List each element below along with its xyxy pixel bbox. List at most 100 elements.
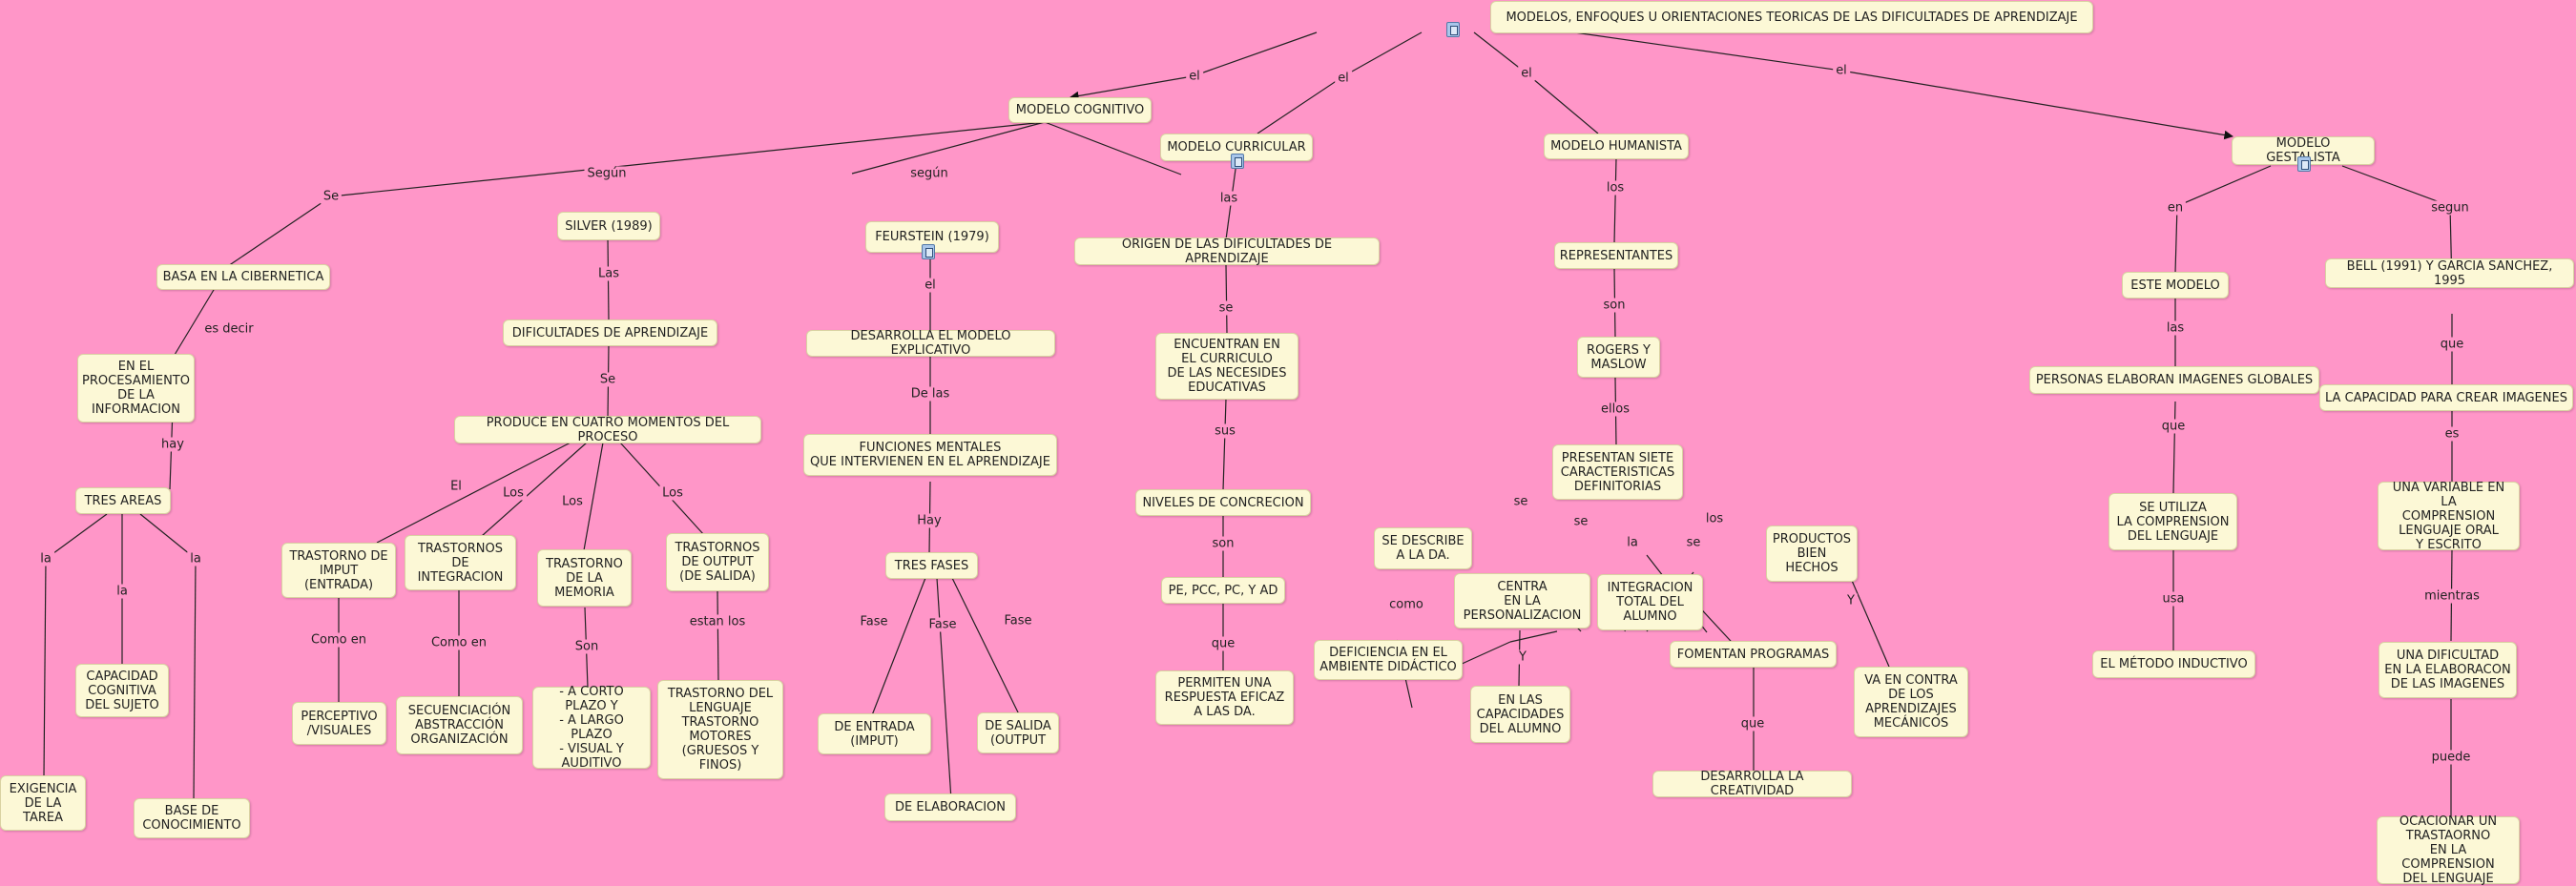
link-label: puede <box>2428 750 2474 765</box>
link-label: la <box>37 551 54 567</box>
link-label: las <box>1216 191 1241 206</box>
node-trastornos-integracion[interactable]: TRASTORNOS DE INTEGRACION <box>405 535 516 590</box>
link-label: Los <box>559 494 586 509</box>
node-modelo-cognitivo[interactable]: MODELO COGNITIVO <box>1008 97 1152 123</box>
node-capacidades-alumno[interactable]: EN LAS CAPACIDADES DEL ALUMNO <box>1470 686 1570 743</box>
node-niveles-concrecion[interactable]: NIVELES DE CONCRECION <box>1135 489 1311 516</box>
node-se-utiliza[interactable]: SE UTILIZA LA COMPRENSION DEL LENGUAJE <box>2109 493 2237 550</box>
node-basa-cibernetica[interactable]: BASA EN LA CIBERNETICA <box>156 264 330 290</box>
node-trastorno-imput[interactable]: TRASTORNO DE IMPUT (ENTRADA) <box>281 543 396 598</box>
node-productos[interactable]: PRODUCTOS BIEN HECHOS <box>1766 525 1858 582</box>
link-label: la <box>187 551 204 567</box>
node-desarrolla-creatividad[interactable]: DESARROLLA LA CREATIVIDAD <box>1652 770 1852 798</box>
link-label: ellos <box>1598 402 1632 417</box>
node-corto-plazo[interactable]: - A CORTO PLAZO Y - A LARGO PLAZO - VISU… <box>532 685 651 771</box>
node-root[interactable]: MODELOS, ENFOQUES U ORIENTACIONES TEORIC… <box>1490 1 2093 33</box>
node-trastorno-lenguaje[interactable]: TRASTORNO DEL LENGUAJE TRASTORNO MOTORES… <box>657 680 783 779</box>
link-label: Las <box>595 266 622 281</box>
link-label: Como en <box>427 635 490 650</box>
link-label: el <box>1518 66 1535 81</box>
node-describe-da[interactable]: SE DESCRIBE A LA DA. <box>1374 527 1472 569</box>
link-label: que <box>2158 419 2189 434</box>
link-label: son <box>1209 536 1237 551</box>
link-label: sus <box>1212 423 1238 439</box>
node-de-salida[interactable]: DE SALIDA (OUTPUT <box>977 712 1059 753</box>
node-tres-fases[interactable]: TRES FASES <box>885 552 978 579</box>
link-label: es decir <box>201 321 257 337</box>
node-pe-pcc[interactable]: PE, PCC, PC, Y AD <box>1161 577 1285 604</box>
link-label: Los <box>659 485 686 501</box>
node-capacidad-crear[interactable]: LA CAPACIDAD PARA CREAR IMAGENES <box>2319 384 2573 411</box>
node-representantes[interactable]: REPRESENTANTES <box>1554 242 1678 269</box>
link-label: Fase <box>857 614 891 629</box>
link-label: en <box>2164 200 2187 216</box>
node-ocacionar[interactable]: OCACIONAR UN TRASTAORNO EN LA COMPRENSIO… <box>2377 814 2520 886</box>
node-permiten[interactable]: PERMITEN UNA RESPUESTA EFICAZ A LAS DA. <box>1155 670 1294 725</box>
link-label: como <box>1386 597 1426 612</box>
link-label: Y <box>1844 593 1858 608</box>
link-label: la <box>114 584 131 599</box>
link-label: los <box>1603 180 1628 196</box>
node-tres-areas[interactable]: TRES AREAS <box>75 487 171 514</box>
link-label: se <box>1683 535 1704 550</box>
node-centra[interactable]: CENTRA EN LA PERSONALIZACION <box>1454 573 1590 628</box>
document-icon[interactable] <box>1446 22 1460 37</box>
link-label: Según <box>584 166 630 181</box>
link-label: el <box>1186 69 1203 84</box>
link-label: Y <box>1516 649 1529 665</box>
node-fomentan-programas[interactable]: FOMENTAN PROGRAMAS <box>1670 641 1837 668</box>
node-bell-garcia[interactable]: BELL (1991) Y GARCIA SANCHEZ, 1995 <box>2325 258 2574 288</box>
document-icon[interactable] <box>922 244 935 259</box>
link-label: el <box>1833 63 1850 78</box>
node-capacidad-cognitiva[interactable]: CAPACIDAD COGNITIVA DEL SUJETO <box>75 664 169 717</box>
node-origen-dificultades[interactable]: ORIGEN DE LAS DIFICULTADES DE APRENDIZAJ… <box>1074 237 1380 266</box>
node-metodo-inductivo[interactable]: EL MÉTODO INDUCTIVO <box>2092 650 2255 678</box>
link-label: se <box>1570 514 1591 529</box>
node-modelo-humanista[interactable]: MODELO HUMANISTA <box>1544 134 1689 159</box>
link-label: El <box>447 479 465 494</box>
node-base-conocimiento[interactable]: BASE DE CONOCIMIENTO <box>134 798 250 838</box>
document-icon[interactable] <box>2297 156 2311 172</box>
node-perceptivo[interactable]: PERCEPTIVO /VISUALES <box>292 702 386 745</box>
node-trastorno-memoria[interactable]: TRASTORNO DE LA MEMORIA <box>537 549 632 607</box>
node-este-modelo[interactable]: ESTE MODELO <box>2122 272 2229 299</box>
link-label: Fase <box>1001 613 1035 628</box>
node-dificultad-elaboracion[interactable]: UNA DIFICULTAD EN LA ELABORACON DE LAS I… <box>2379 642 2517 698</box>
node-encuentran[interactable]: ENCUENTRAN EN EL CURRICULO DE LAS NECESI… <box>1155 333 1298 400</box>
node-trastornos-output[interactable]: TRASTORNOS DE OUTPUT (DE SALIDA) <box>666 533 769 591</box>
link-label: son <box>1600 298 1629 313</box>
link-label: mientras <box>2421 588 2483 604</box>
link-label: Se <box>596 372 619 387</box>
link-label: los <box>1702 511 1727 526</box>
node-presentan-siete[interactable]: PRESENTAN SIETE CARACTERISTICAS DEFINITO… <box>1552 444 1683 500</box>
link-label: se <box>1510 494 1531 509</box>
node-exigencia-tarea[interactable]: EXIGENCIA DE LA TAREA <box>0 775 86 831</box>
link-label: es <box>2441 426 2462 442</box>
node-rogers-maslow[interactable]: ROGERS Y MASLOW <box>1577 337 1660 378</box>
link-label: que <box>2437 337 2467 352</box>
node-deficiencia[interactable]: DEFICIENCIA EN EL AMBIENTE DIDÁCTICO <box>1314 640 1463 680</box>
link-label: el <box>1335 71 1352 86</box>
link-label: Se <box>320 189 343 204</box>
node-de-entrada[interactable]: DE ENTRADA (IMPUT) <box>818 713 931 754</box>
node-variable-comprension[interactable]: UNA VARIABLE EN LA COMPRENSION LENGUAJE … <box>2378 481 2520 552</box>
link-label: se <box>1215 300 1236 316</box>
node-desarrolla-modelo[interactable]: DESARROLLA EL MODELO EXPLICATIVO <box>806 329 1055 358</box>
link-label: Fase <box>925 617 960 632</box>
node-silver[interactable]: SILVER (1989) <box>557 212 660 240</box>
node-funciones-mentales[interactable]: FUNCIONES MENTALES QUE INTERVIENEN EN EL… <box>803 434 1057 476</box>
document-icon[interactable] <box>1231 154 1244 169</box>
link-label: estan los <box>686 614 749 629</box>
link-label: usa <box>2159 591 2188 607</box>
node-integracion-total[interactable]: INTEGRACION TOTAL DEL ALUMNO <box>1597 574 1703 630</box>
link-label: las <box>2163 320 2188 336</box>
node-procesamiento[interactable]: EN EL PROCESAMIENTO DE LA INFORMACION <box>77 354 195 422</box>
node-personas-elaboran[interactable]: PERSONAS ELABORAN IMAGENES GLOBALES <box>2029 366 2319 394</box>
node-produce[interactable]: PRODUCE EN CUATRO MOMENTOS DEL PROCESO <box>454 416 761 444</box>
node-secuenciacion[interactable]: SECUENCIACIÓN ABSTRACCIÓN ORGANIZACIÓN <box>396 696 523 754</box>
node-de-elaboracion[interactable]: DE ELABORACION <box>884 793 1016 821</box>
node-va-contra[interactable]: VA EN CONTRA DE LOS APRENDIZAJES MECÁNIC… <box>1854 667 1968 737</box>
link-label: según <box>907 166 951 181</box>
node-dificultades[interactable]: DIFICULTADES DE APRENDIZAJE <box>503 319 717 346</box>
